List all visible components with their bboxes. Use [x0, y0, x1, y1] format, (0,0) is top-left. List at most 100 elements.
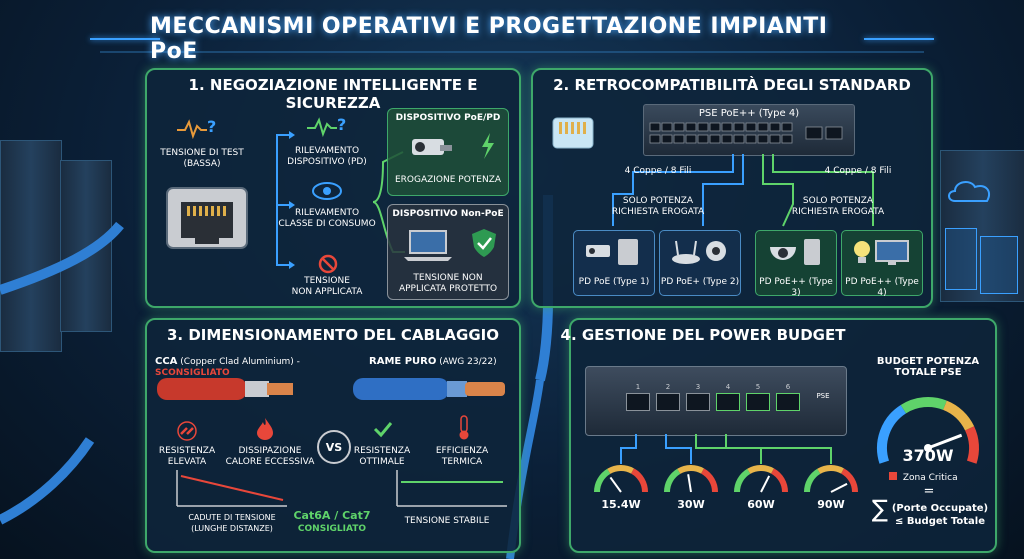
budget-title: BUDGET POTENZA TOTALE PSE: [876, 356, 980, 378]
gauge-needle: [830, 482, 848, 493]
critical-label: Zona Critica: [902, 473, 958, 483]
nonpoe-box-title: DISPOSITIVO Non-PoE: [392, 209, 504, 219]
panel-title: 4. GESTIONE DEL POWER BUDGET: [560, 326, 846, 344]
pulse-question-icon-2: ?: [307, 115, 346, 138]
cca-desc: (Copper Clad Aluminium) -: [180, 357, 300, 367]
budget-gauge-needle: [927, 433, 963, 450]
copper-label: RAME PURO: [369, 356, 437, 367]
poe-box-title: DISPOSITIVO PoE/PD: [395, 113, 501, 123]
title-bar-right: [864, 38, 934, 40]
pairs-left-label: 4 Coppe / 8 Fili: [624, 166, 692, 176]
port-number: 3: [695, 383, 701, 391]
gauge-arc: [664, 468, 681, 493]
lightning-icon: [482, 133, 494, 159]
shield-check-icon: [472, 229, 496, 257]
test-voltage-label: TENSIONE DI TEST (BASSA): [160, 148, 244, 169]
gauge-arc: [630, 468, 648, 493]
cable-reco: Cat6A / Cat7: [293, 509, 371, 522]
title-bar-left: [90, 38, 160, 40]
pulse-question-icon: ?: [177, 117, 216, 140]
compat-connections: [612, 154, 874, 227]
panel-title: 3. DIMENSIONAMENTO DEL CABLAGGIO: [167, 326, 499, 344]
cca-warn: SCONSIGLIATO: [155, 368, 230, 378]
device-label: PD PoE+ (Type 2): [660, 277, 740, 287]
flow-arrows-left: [276, 131, 295, 269]
gauge-arc: [594, 468, 611, 493]
poe-box-label: EROGAZIONE POTENZA: [394, 175, 502, 185]
gauge-arc: [817, 465, 845, 475]
device-label: PD PoE++ (Type 4): [845, 277, 919, 298]
camera-phone-icon: [586, 239, 638, 265]
gauge-arc: [677, 465, 705, 475]
switch-ports: [649, 122, 843, 144]
port-number: 4: [725, 383, 731, 391]
detect-class-label: RILEVAMENTO CLASSE DI CONSUMO: [278, 208, 376, 229]
cloud-icon: [948, 181, 991, 202]
screen-panel-2: [980, 236, 1018, 294]
gauge-arc: [747, 465, 775, 475]
no-voltage-label: TENSIONE NON APPLICATA: [291, 276, 363, 297]
budget-gauge-hub: [924, 444, 932, 452]
switch-port: 6: [776, 383, 800, 411]
switch-port: 5: [746, 383, 770, 411]
critical-swatch: [889, 472, 897, 480]
power-left-label: SOLO POTENZA RICHIESTA EROGATA: [611, 196, 705, 217]
vs-badge: VS: [317, 430, 351, 464]
thermometer-icon: [459, 415, 469, 440]
gauge-arc: [700, 468, 718, 493]
switch-port: 1: [626, 383, 650, 411]
budget-gauge-arc: [877, 404, 907, 464]
check-icon: [373, 422, 393, 438]
gauge-needle: [609, 476, 622, 493]
budget-gauge-arc: [942, 400, 975, 431]
device-label: PD PoE (Type 1): [578, 277, 650, 287]
pairs-right-label: 4 Coppe / 8 Fili: [824, 166, 892, 176]
laptop-icon: [404, 230, 452, 261]
gauge-arc: [804, 468, 821, 493]
cable-reco-sub: CONSIGLIATO: [297, 524, 367, 534]
copper-header: RAME PURO (AWG 23/22): [369, 356, 509, 368]
port-link: [725, 434, 832, 464]
cca-header: CCA (Copper Clad Aluminium) - SCONSIGLIA…: [155, 356, 355, 379]
svg-text:?: ?: [207, 117, 216, 136]
panel-negotiation: 1. NEGOZIAZIONE INTELLIGENTE E SICUREZZA…: [145, 68, 521, 308]
budget-gauge: [877, 397, 979, 464]
device-card-type3: PD PoE++ (Type 3): [755, 230, 837, 298]
port-number: 5: [755, 383, 761, 391]
dome-camera-icon: [770, 239, 820, 265]
budget-value: 370W: [902, 446, 954, 465]
budget-gauge-arc: [965, 426, 979, 464]
critical-legend: Zona Critica: [889, 472, 989, 484]
switch-port: 2: [656, 383, 680, 411]
port-gauge: [594, 465, 648, 493]
switch-port: 3: [686, 383, 710, 411]
lamp-monitor-icon: [854, 240, 909, 265]
power-right-label: SOLO POTENZA RICHIESTA EROGATA: [791, 196, 885, 217]
switch-port: 4: [716, 383, 740, 411]
svg-text:?: ?: [337, 115, 346, 134]
stable-voltage-graph: [396, 470, 507, 507]
camera-icon: [412, 139, 452, 155]
gauge-arc: [770, 468, 788, 493]
budget-formula: (Porte Occupate) ≤ Budget Totale: [891, 503, 989, 527]
no-entry-icon: [318, 254, 338, 274]
switch-label: PSE PoE++ (Type 4): [698, 108, 800, 119]
nonpoe-device-box: DISPOSITIVO Non-PoE TENSIONE NON APPLICA…: [387, 204, 509, 300]
port-link: [620, 434, 637, 464]
port-power-label: 90W: [817, 498, 845, 511]
port-gauge: [734, 465, 788, 493]
copper-point-efficiency: EFFICIENZA TERMICA: [435, 446, 489, 467]
cca-label: CCA: [155, 356, 178, 367]
device-card-type1: PD PoE (Type 1): [573, 230, 655, 296]
server-rack-left: [0, 140, 62, 352]
port-power-label: 15.4W: [601, 498, 641, 511]
cca-drop-label: CADUTE DI TENSIONE (LUNGHE DISTANZE): [188, 513, 276, 533]
sigma-sign: ∑: [871, 495, 889, 523]
device-label: PD PoE++ (Type 3): [759, 277, 833, 298]
sfp-label: PSE: [816, 392, 830, 400]
device-card-type4: PD PoE++ (Type 4): [841, 230, 923, 298]
